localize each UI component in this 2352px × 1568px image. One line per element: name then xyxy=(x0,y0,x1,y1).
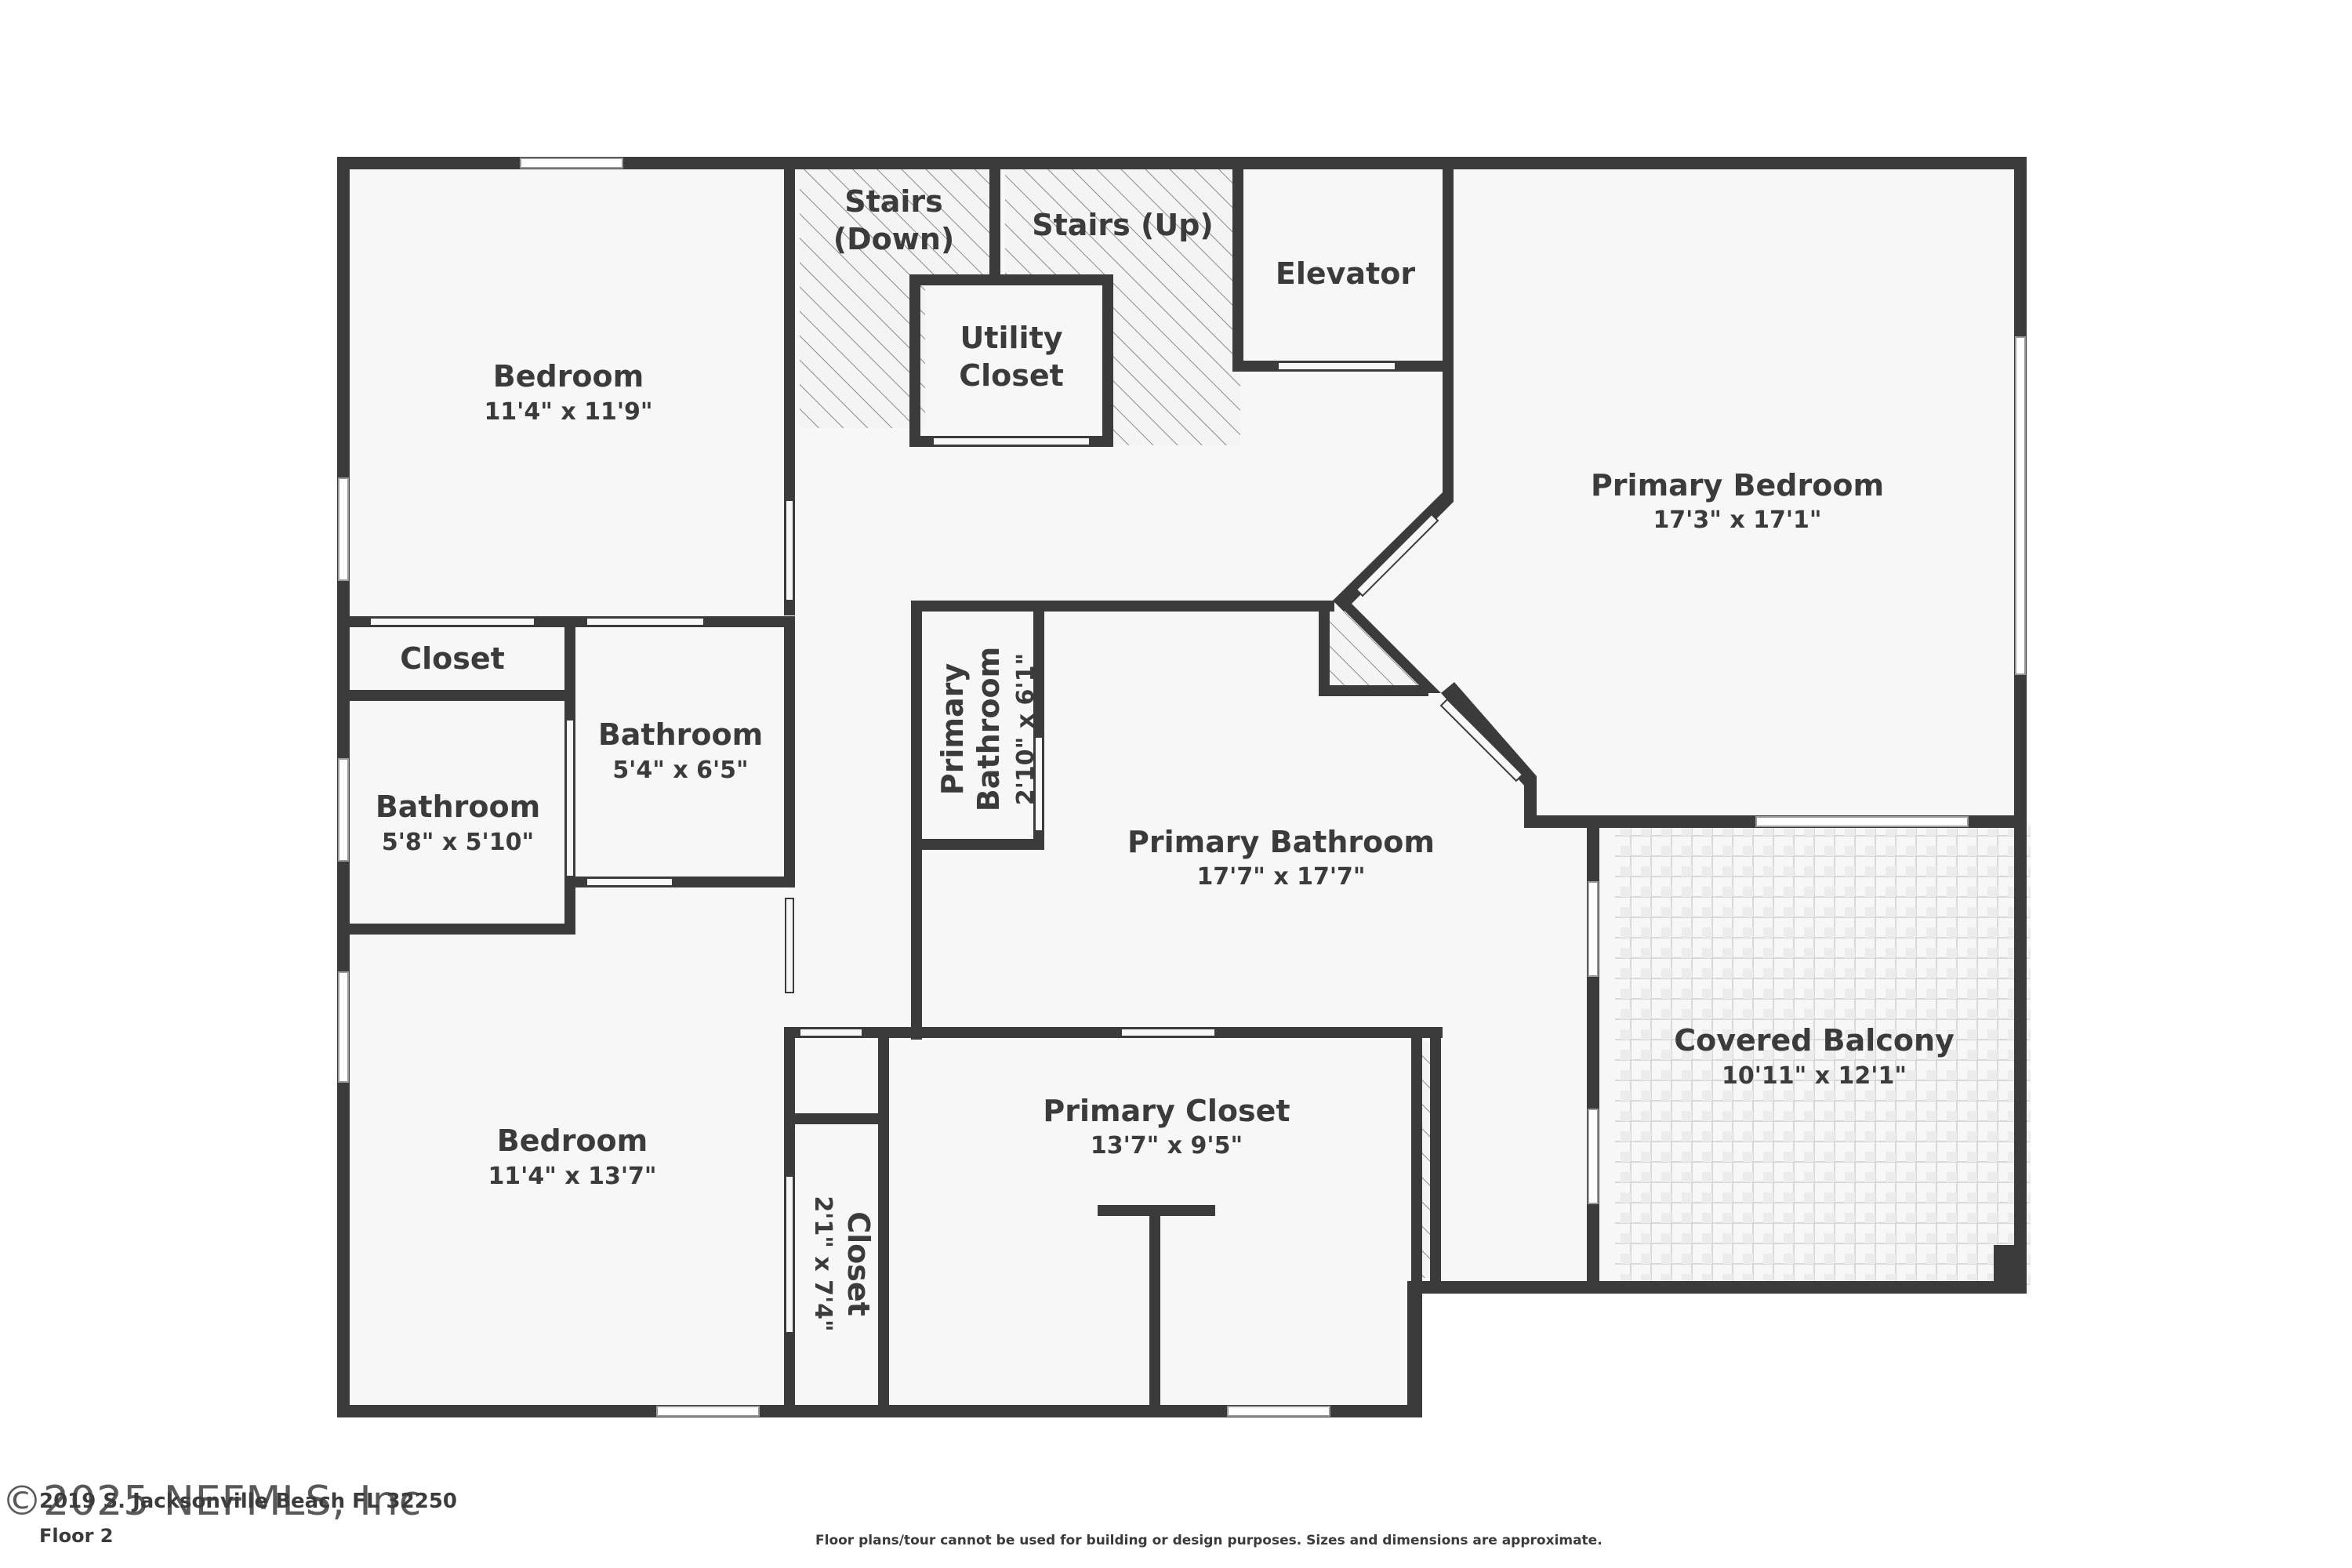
floor-fills xyxy=(347,163,2031,1427)
room-name: Covered Balcony xyxy=(1674,1023,1955,1058)
room-name: Primary xyxy=(935,663,970,796)
copyright-watermark: ©2025 NEFMLS, Inc xyxy=(2,1478,423,1525)
room-name: Elevator xyxy=(1276,256,1415,291)
room-primary-bathroom: Primary Bathroom 17'7" x 17'7" xyxy=(1127,825,1435,891)
room-dimensions: 17'7" x 17'7" xyxy=(1196,863,1365,891)
room-dimensions: 10'11" x 12'1" xyxy=(1722,1062,1907,1090)
room-bathroom-right: Bathroom 5'4" x 6'5" xyxy=(598,717,763,784)
room-name: Primary Bedroom xyxy=(1591,468,1884,503)
room-primary-closet: Primary Closet 13'7" x 9'5" xyxy=(1043,1094,1290,1160)
balcony-tile xyxy=(1615,823,2031,1294)
room-name: Utility xyxy=(960,321,1062,355)
room-name: Closet xyxy=(959,358,1064,393)
room-name: Bathroom xyxy=(971,647,1006,811)
room-name: Stairs xyxy=(844,184,943,219)
room-name: Bathroom xyxy=(598,717,763,752)
room-closet-hall: Closet 2'1" x 7'4" xyxy=(809,1196,876,1331)
room-stairs-down: Stairs (Down) xyxy=(833,184,955,256)
room-name: (Down) xyxy=(833,222,955,256)
room-bedroom-bottom: Bedroom 11'4" x 13'7" xyxy=(488,1123,656,1190)
room-dimensions: 2'10" x 6'1" xyxy=(1012,653,1040,805)
room-elevator: Elevator xyxy=(1276,256,1415,291)
room-primary-bedroom: Primary Bedroom 17'3" x 17'1" xyxy=(1591,468,1884,534)
doors xyxy=(369,361,1524,1334)
room-covered-balcony: Covered Balcony 10'11" x 12'1" xyxy=(1674,1023,1955,1090)
room-bedroom-top: Bedroom 11'4" x 11'9" xyxy=(484,359,652,426)
room-dimensions: 2'1" x 7'4" xyxy=(809,1196,837,1331)
room-name: Bathroom xyxy=(376,789,540,824)
room-utility-closet: Utility Closet xyxy=(959,321,1064,393)
room-dimensions: 11'4" x 11'9" xyxy=(484,398,652,426)
shaft-hatch xyxy=(1330,612,1427,693)
windows xyxy=(338,158,2026,1417)
room-dimensions: 11'4" x 13'7" xyxy=(488,1163,656,1190)
address-text: 2019 S. Jacksonville Beach FL 32250 xyxy=(39,1490,458,1513)
room-name: Bedroom xyxy=(497,1123,648,1158)
room-name: Closet xyxy=(841,1211,876,1316)
room-name: Primary Closet xyxy=(1043,1094,1290,1128)
room-dimensions: 5'4" x 6'5" xyxy=(612,757,748,784)
room-dimensions: 5'8" x 5'10" xyxy=(382,829,534,856)
room-name: Primary Bathroom xyxy=(1127,825,1435,859)
room-dimensions: 17'3" x 17'1" xyxy=(1653,506,1821,534)
room-name: Closet xyxy=(400,641,505,676)
room-stairs-up: Stairs (Up) xyxy=(1032,208,1214,242)
room-primary-bathroom-small: Primary Bathroom 2'10" x 6'1" xyxy=(935,647,1040,811)
room-name: Bedroom xyxy=(493,359,644,394)
floor-label: Floor 2 xyxy=(39,1525,114,1547)
room-closet-small: Closet xyxy=(400,641,505,676)
disclaimer-text: Floor plans/tour cannot be used for buil… xyxy=(815,1533,1602,1548)
room-name: Stairs (Up) xyxy=(1032,208,1214,242)
room-dimensions: 13'7" x 9'5" xyxy=(1091,1132,1243,1160)
room-bathroom-left: Bathroom 5'8" x 5'10" xyxy=(376,789,540,856)
